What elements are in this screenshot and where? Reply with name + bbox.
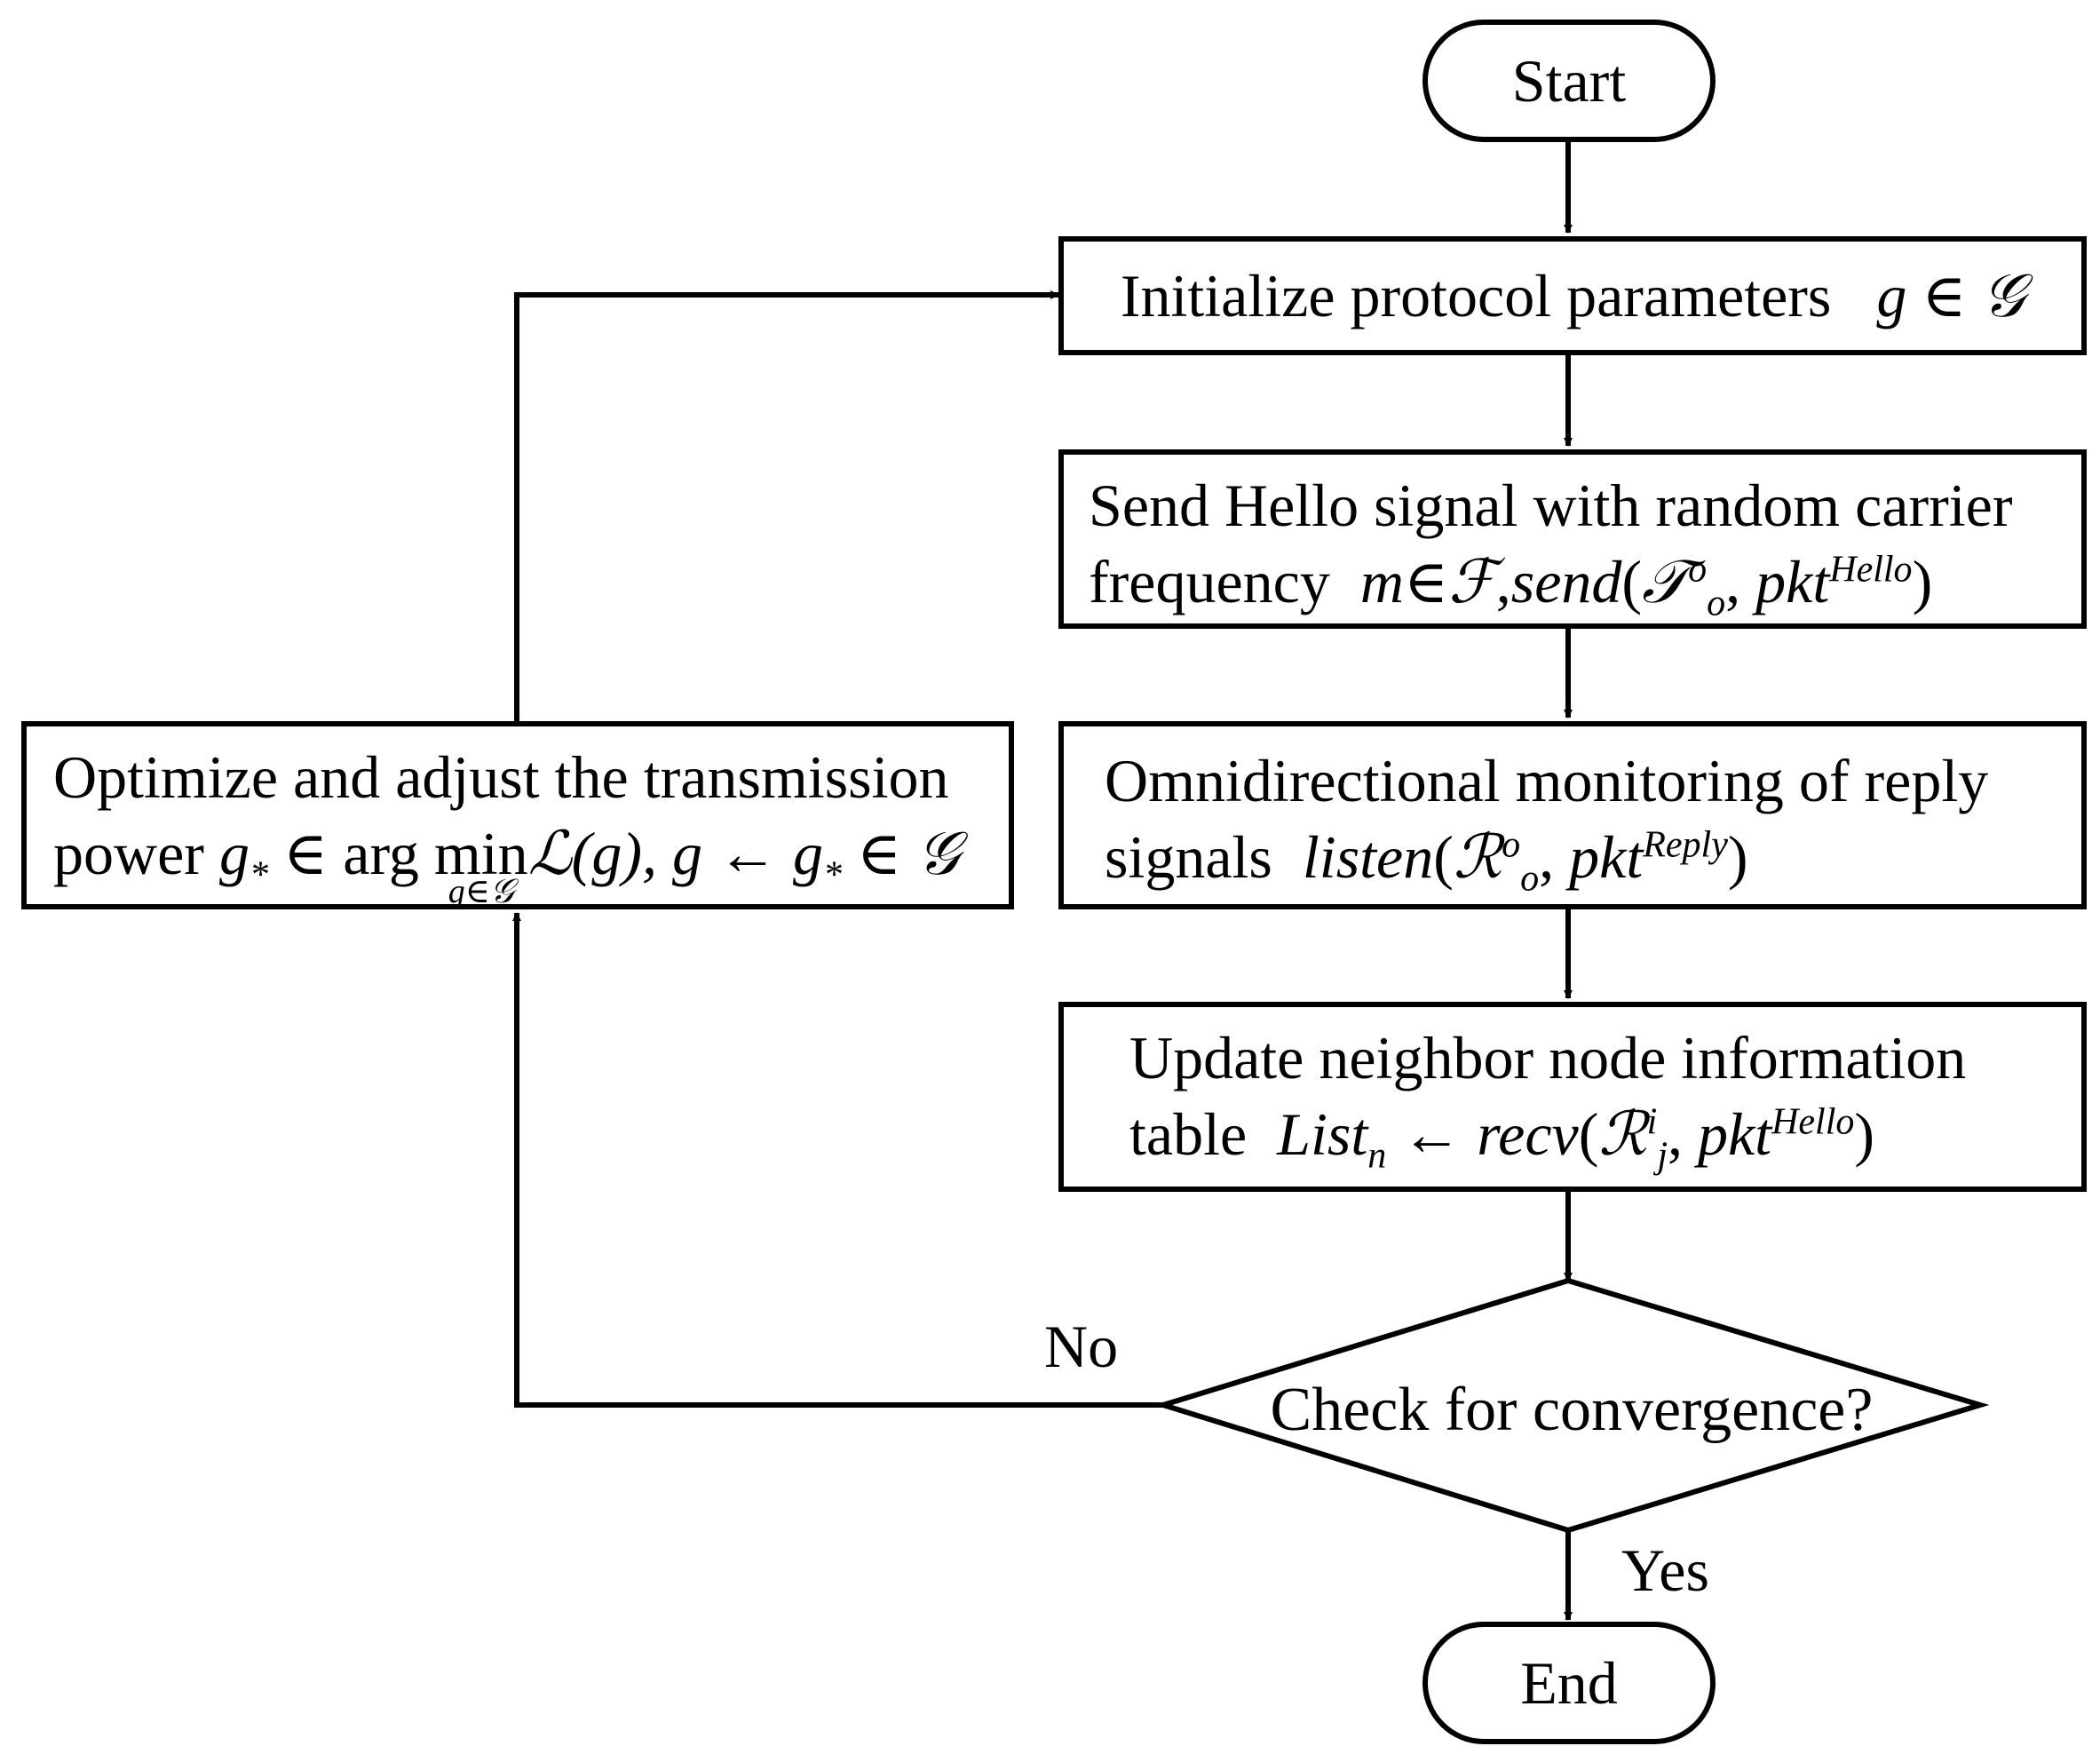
update-list-sub: n: [1367, 1135, 1387, 1177]
send-sep: ,: [1495, 548, 1511, 615]
optimize-set: 𝒢: [916, 819, 960, 889]
send-T-sup: o: [1688, 549, 1708, 591]
update-comma: ,: [1667, 1100, 1683, 1168]
update-line1: Update neighbor node information: [1129, 1024, 1967, 1091]
send-open: (: [1621, 548, 1643, 615]
send-pkt: pkt: [1755, 548, 1830, 615]
update-R: ℛ: [1598, 1099, 1647, 1170]
update-line2-text: table: [1129, 1100, 1248, 1168]
init-set: 𝒢: [1981, 260, 2025, 331]
listen-close: ): [1727, 823, 1748, 891]
optimize-L: ℒ: [527, 819, 572, 889]
arrow-decision-to-optimize: [512, 912, 1163, 1408]
send-set: ℱ: [1448, 547, 1496, 617]
update-R-sub: j: [1657, 1135, 1668, 1177]
optimize-arg: arg: [343, 820, 419, 887]
end-terminal: End: [1422, 1622, 1716, 1744]
update-func: recv: [1477, 1100, 1579, 1168]
send-func: send: [1510, 548, 1622, 615]
optimize-star: *: [249, 854, 268, 896]
listen-R-sup: o: [1502, 824, 1521, 866]
arrow-optimize-to-init: [514, 290, 1059, 721]
init-rel: ∈: [1922, 261, 1967, 329]
update-process: Update neighbor node information table L…: [1058, 1002, 2087, 1192]
update-list: List: [1277, 1100, 1368, 1168]
listen-line2: signals listen(ℛoo, pktReply): [1105, 819, 2056, 898]
send-var: m: [1359, 548, 1404, 615]
start-terminal: Start: [1422, 20, 1716, 142]
edge-label-yes: Yes: [1621, 1536, 1709, 1604]
optimize-rel2: ∈: [856, 820, 902, 887]
update-R-sup: i: [1646, 1101, 1658, 1143]
optimize-min-label: min: [433, 820, 528, 887]
init-var: g: [1876, 261, 1907, 329]
listen-line1: Omnidirectional monitoring of reply: [1105, 747, 1989, 814]
update-line2: table Listn ← recv(ℛij, pktHello): [1129, 1096, 2056, 1175]
optimize-rel: ∈: [282, 820, 329, 887]
optimize-line2-text: power: [53, 820, 204, 887]
send-close: ): [1912, 548, 1933, 615]
listen-func: listen: [1302, 823, 1434, 891]
send-process: Send Hello signal with random carrier fr…: [1058, 449, 2087, 629]
optimize-arrow: ←: [717, 820, 778, 887]
optimize-gstar: g: [218, 820, 250, 887]
optimize-g: g: [671, 820, 702, 887]
send-comma: ,: [1725, 548, 1741, 615]
listen-R: ℛ: [1453, 822, 1502, 893]
optimize-process: Optimize and adjust the transmission pow…: [21, 721, 1014, 909]
decision-label: Check for convergence?: [1270, 1376, 1874, 1444]
optimize-star2: *: [822, 854, 842, 896]
optimize-L-arg: (g),: [571, 820, 657, 887]
listen-open: (: [1433, 823, 1454, 891]
end-label: End: [1520, 1649, 1618, 1717]
send-T-sub: o: [1707, 583, 1726, 624]
edge-label-no: No: [1044, 1313, 1119, 1380]
listen-process: Omnidirectional monitoring of reply sign…: [1058, 721, 2087, 909]
listen-pkt-sup: Reply: [1643, 824, 1728, 866]
optimize-gstar2: g: [792, 820, 823, 887]
start-label: Start: [1511, 47, 1627, 115]
update-pkt: pkt: [1697, 1100, 1772, 1168]
init-process: Initialize protocol parameters g ∈ 𝒢: [1058, 236, 2087, 355]
send-pkt-sup: Hello: [1829, 549, 1913, 591]
send-line2-text: frequency: [1089, 548, 1330, 615]
send-line1: Send Hello signal with random carrier: [1089, 472, 2013, 539]
init-text: Initialize protocol parameters g ∈ 𝒢: [1121, 258, 2025, 335]
send-line2: frequency m∈ℱ,send(𝒯oo, pktHello): [1089, 544, 2056, 624]
init-label: Initialize protocol parameters: [1120, 261, 1832, 329]
listen-pkt: pkt: [1569, 823, 1644, 891]
listen-comma: ,: [1539, 823, 1555, 891]
send-T: 𝒯: [1642, 547, 1689, 617]
listen-R-sub: o: [1520, 858, 1540, 900]
update-open: (: [1578, 1100, 1599, 1168]
update-pkt-sup: Hello: [1771, 1101, 1855, 1143]
send-rel: ∈: [1403, 548, 1449, 615]
update-arrow: ←: [1401, 1100, 1462, 1168]
decision-diamond: [1153, 1277, 1990, 1534]
optimize-min-under: g∈𝒢: [448, 873, 514, 910]
listen-line2-text: signals: [1105, 823, 1272, 891]
optimize-line1: Optimize and adjust the transmission: [53, 743, 949, 811]
update-close: ): [1854, 1100, 1875, 1168]
